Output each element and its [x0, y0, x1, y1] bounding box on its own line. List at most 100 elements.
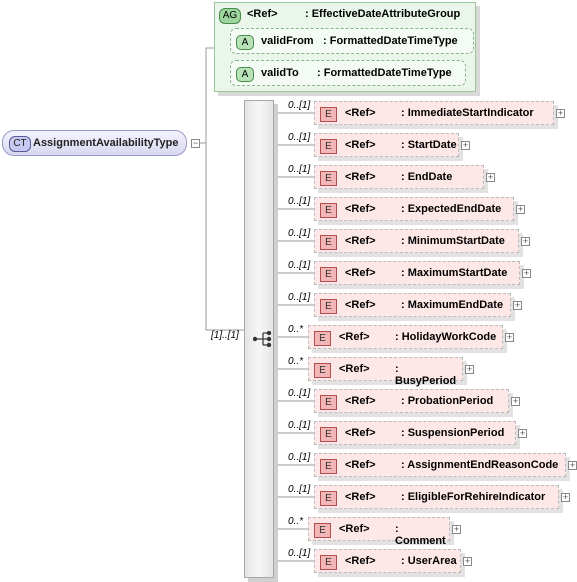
element-node[interactable]: E<Ref>: SuspensionPeriod: [314, 421, 516, 445]
attribute-type: : FormattedDateTimeType: [317, 67, 452, 79]
element-badge: E: [320, 299, 337, 314]
element-ref: <Ref>: [345, 555, 376, 567]
element-ref: <Ref>: [339, 331, 370, 343]
expand-icon[interactable]: +: [568, 460, 577, 470]
element-node[interactable]: E <Ref> : HolidayWorkCode: [308, 325, 503, 349]
element-multiplicity: 0..[1]: [288, 388, 311, 399]
complex-type-name: AssignmentAvailabilityType: [33, 137, 179, 149]
element-badge: E: [320, 107, 337, 122]
element-badge: E: [314, 363, 331, 378]
expand-icon[interactable]: +: [516, 204, 525, 214]
element-multiplicity: 0..[1]: [288, 548, 311, 559]
element-ref: <Ref>: [339, 523, 370, 535]
complex-type-badge: CT: [9, 136, 31, 152]
expand-icon[interactable]: +: [521, 236, 530, 246]
element-multiplicity: 0..*: [288, 324, 304, 335]
element-node[interactable]: E<Ref>: ExpectedEndDate: [314, 197, 514, 221]
element-multiplicity: 0..[1]: [288, 484, 311, 495]
attribute-type: : FormattedDateTimeType: [323, 35, 458, 47]
attribute-node-validfrom[interactable]: A validFrom : FormattedDateTimeType: [230, 28, 474, 54]
complex-type-node[interactable]: CT AssignmentAvailabilityType: [2, 130, 187, 156]
element-name: : SuspensionPeriod: [401, 427, 505, 439]
expand-icon[interactable]: +: [513, 300, 522, 310]
element-node[interactable]: E <Ref> : ProbationPeriod: [314, 389, 509, 413]
element-name: : EligibleForRehireIndicator: [401, 491, 546, 503]
expand-icon[interactable]: +: [505, 332, 514, 342]
element-node[interactable]: E <Ref> : MaximumEndDate: [314, 293, 511, 317]
expand-icon[interactable]: +: [561, 492, 570, 502]
sequence-icon: [253, 331, 272, 347]
element-ref: <Ref>: [345, 107, 376, 119]
element-multiplicity: 0..[1]: [288, 228, 311, 239]
element-badge: E: [320, 171, 337, 186]
attribute-name: validTo: [261, 67, 299, 79]
element-multiplicity: 0..[1]: [288, 452, 311, 463]
element-multiplicity: 0..[1]: [288, 196, 311, 207]
sequence-multiplicity: [1]..[1]: [211, 330, 239, 341]
element-badge: E: [320, 267, 337, 282]
expand-icon[interactable]: +: [486, 172, 495, 182]
attribute-group-name: : EffectiveDateAttributeGroup: [305, 8, 461, 20]
element-ref: <Ref>: [345, 235, 376, 247]
element-node[interactable]: E<Ref>: UserArea: [314, 549, 461, 573]
attribute-group-badge: AG: [219, 8, 241, 24]
element-node[interactable]: E<Ref>: Comment: [308, 517, 450, 547]
expand-icon[interactable]: +: [461, 140, 470, 150]
element-multiplicity: 0..[1]: [288, 132, 311, 143]
element-node[interactable]: E <Ref> : MinimumStartDate: [314, 229, 519, 253]
collapse-icon[interactable]: −: [191, 138, 200, 148]
element-node[interactable]: E <Ref> : BusyPeriod: [308, 357, 463, 387]
attribute-group-ref: <Ref>: [247, 8, 278, 20]
element-multiplicity: 0..*: [288, 356, 304, 367]
element-node[interactable]: E<Ref>: AssignmentEndReasonCode: [314, 453, 566, 477]
element-multiplicity: 0..[1]: [288, 292, 311, 303]
element-name: : MinimumStartDate: [401, 235, 505, 247]
element-badge: E: [320, 491, 337, 506]
element-node[interactable]: E <Ref> : StartDate: [314, 133, 459, 157]
element-name: : MaximumStartDate: [401, 267, 508, 279]
expand-icon[interactable]: +: [465, 364, 474, 374]
element-ref: <Ref>: [345, 267, 376, 279]
element-ref: <Ref>: [345, 491, 376, 503]
element-node[interactable]: E <Ref> : MaximumStartDate: [314, 261, 520, 285]
element-badge: E: [320, 203, 337, 218]
element-multiplicity: 0..[1]: [288, 260, 311, 271]
attribute-node-validto[interactable]: A validTo : FormattedDateTimeType: [230, 60, 466, 86]
element-name: : ImmediateStartIndicator: [401, 107, 534, 119]
element-ref: <Ref>: [339, 363, 370, 375]
element-name: : BusyPeriod: [395, 363, 457, 387]
expand-icon[interactable]: +: [518, 428, 527, 438]
element-node[interactable]: E <Ref> : ImmediateStartIndicator: [314, 101, 554, 125]
expand-icon[interactable]: +: [511, 396, 520, 406]
element-name: : AssignmentEndReasonCode: [401, 459, 559, 471]
expand-icon[interactable]: +: [452, 524, 461, 534]
element-name: : HolidayWorkCode: [395, 331, 497, 343]
element-badge: E: [320, 427, 337, 442]
element-name: : StartDate: [401, 139, 457, 151]
expand-icon[interactable]: +: [463, 556, 472, 566]
element-badge: E: [320, 139, 337, 154]
element-multiplicity: 0..[1]: [288, 100, 311, 111]
element-ref: <Ref>: [345, 395, 376, 407]
element-badge: E: [320, 235, 337, 250]
expand-icon[interactable]: +: [556, 108, 565, 118]
element-ref: <Ref>: [345, 171, 376, 183]
element-ref: <Ref>: [345, 139, 376, 151]
element-node[interactable]: E <Ref> : EligibleForRehireIndicator: [314, 485, 559, 509]
element-ref: <Ref>: [345, 299, 376, 311]
expand-icon[interactable]: +: [522, 268, 531, 278]
element-ref: <Ref>: [345, 203, 376, 215]
element-multiplicity: 0..[1]: [288, 164, 311, 175]
element-badge: E: [314, 331, 331, 346]
element-multiplicity: 0..[1]: [288, 420, 311, 431]
element-node[interactable]: E <Ref> : EndDate: [314, 165, 484, 189]
attribute-badge: A: [236, 67, 254, 82]
element-multiplicity: 0..*: [288, 516, 304, 527]
element-name: : MaximumEndDate: [401, 299, 504, 311]
element-name: : Comment: [395, 523, 446, 547]
element-name: : ProbationPeriod: [401, 395, 494, 407]
attribute-badge: A: [236, 35, 254, 50]
element-badge: E: [320, 395, 337, 410]
element-name: : UserArea: [401, 555, 457, 567]
element-name: : EndDate: [401, 171, 453, 183]
